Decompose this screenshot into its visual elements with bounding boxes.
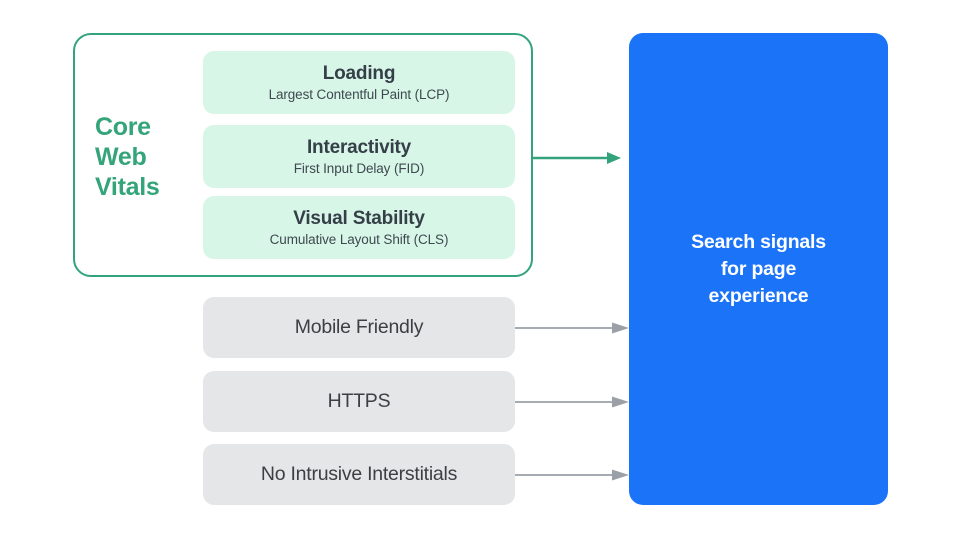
metric-card-loading: Loading Largest Contentful Paint (LCP) xyxy=(203,51,515,114)
signal-label-https: HTTPS xyxy=(327,390,391,412)
core-web-vitals-group xyxy=(73,33,533,277)
metric-card-visual-stability: Visual Stability Cumulative Layout Shift… xyxy=(203,196,515,259)
metric-title-loading: Loading xyxy=(322,62,396,84)
search-signals-panel-text: Search signals for page experience xyxy=(691,230,826,307)
core-web-vitals-label: Core Web Vitals xyxy=(95,113,160,201)
metric-subtitle-interactivity: First Input Delay (FID) xyxy=(293,160,425,176)
metric-subtitle-loading: Largest Contentful Paint (LCP) xyxy=(268,86,450,102)
signal-card-no-intrusive-interstitials: No Intrusive Interstitials xyxy=(203,444,515,505)
metric-title-interactivity: Interactivity xyxy=(306,136,412,158)
arrow-right-icon-https xyxy=(515,396,629,408)
arrow-right-icon-no-intrusive-interstitials xyxy=(515,469,629,481)
signal-label-no-intrusive-interstitials: No Intrusive Interstitials xyxy=(260,463,458,485)
arrow-right-icon-mobile-friendly xyxy=(515,322,629,334)
search-signals-panel: Search signals for page experience xyxy=(629,33,888,505)
metric-card-interactivity: Interactivity First Input Delay (FID) xyxy=(203,125,515,188)
signal-card-https: HTTPS xyxy=(203,371,515,432)
signal-card-mobile-friendly: Mobile Friendly xyxy=(203,297,515,358)
signal-label-mobile-friendly: Mobile Friendly xyxy=(294,316,424,338)
metric-subtitle-visual-stability: Cumulative Layout Shift (CLS) xyxy=(269,231,449,247)
arrow-right-icon-core-web-vitals xyxy=(533,152,621,164)
metric-title-visual-stability: Visual Stability xyxy=(293,207,425,229)
